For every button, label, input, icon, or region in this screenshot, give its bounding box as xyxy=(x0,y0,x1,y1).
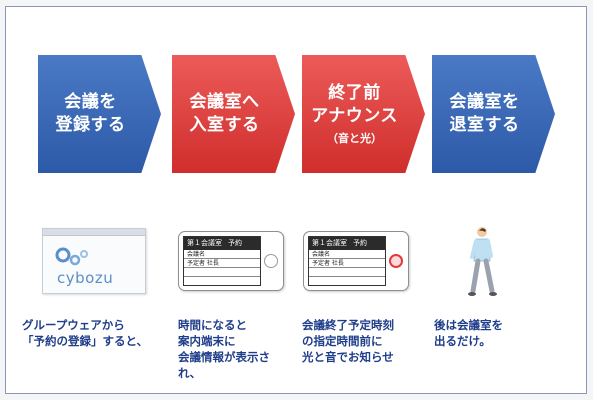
step-enter-room: 会議室へ 入室する xyxy=(172,55,295,173)
step-leave-room: 会議室を 退室する xyxy=(432,55,555,173)
groupware-screenshot: cybozu xyxy=(42,228,146,294)
brand-name: cybozu xyxy=(57,269,114,287)
step-label-sub: （音と光） xyxy=(327,131,382,145)
tablet-row: 会議名 xyxy=(309,250,385,259)
alert-light-icon xyxy=(389,254,403,268)
step-label-line1: 終了前 xyxy=(328,82,381,103)
room-name: 第１会議室 xyxy=(312,239,347,247)
step-label-line1: 会議を xyxy=(64,92,117,112)
tablet-row: 予定者 社長 xyxy=(309,259,385,268)
walking-person-icon xyxy=(468,227,497,296)
tablet-header: 第１会議室 予約 xyxy=(184,237,260,250)
tablet-row: 会議名 xyxy=(184,250,260,259)
tablet-alert: 第１会議室 予約 会議名 予定者 社長 xyxy=(303,231,409,291)
step-label-line2: 登録する xyxy=(55,115,126,135)
tablet-meeting-info: 第１会議室 予約 会議名 予定者 社長 xyxy=(178,231,284,291)
logo-circles-icon xyxy=(55,247,88,266)
step-end-announcement: 終了前 アナウンス （音と光） xyxy=(302,55,425,173)
tablet-row xyxy=(309,268,385,277)
tablet-header: 第１会議室 予約 xyxy=(309,237,385,250)
step-register-meeting: 会議を 登録する xyxy=(38,55,161,173)
tablet-home-button xyxy=(264,254,278,268)
room-name: 第１会議室 xyxy=(187,239,222,247)
step-label-line1: 会議室へ xyxy=(189,92,260,112)
caption-leave: 後は会議室を 出るだけ。 xyxy=(434,318,503,348)
step-label-line2: 退室する xyxy=(449,115,520,135)
step-label-line2: 入室する xyxy=(189,115,260,135)
step-label-line2: アナウンス xyxy=(311,105,398,126)
reserve-label: 予約 xyxy=(353,239,367,247)
tablet-screen: 第１会議室 予約 会議名 予定者 社長 xyxy=(308,236,386,286)
browser-toolbar xyxy=(43,229,145,236)
step-label-line1: 会議室を xyxy=(449,92,520,112)
process-flow: 会議を 登録する 会議室へ 入室する 終了前 アナウンス （音と光） 会議室を … xyxy=(38,55,558,173)
caption-enter: 時間になると 案内端末に 会議情報が表示され、 xyxy=(178,318,270,380)
caption-register: グループウェアから 「予約の登録」すると、 xyxy=(22,318,149,348)
tablet-row xyxy=(184,268,260,277)
reserve-label: 予約 xyxy=(228,239,242,247)
caption-announce: 会議終了予定時刻 の指定時間前に 光と音でお知らせ xyxy=(302,318,394,364)
cybozu-logo: cybozu xyxy=(51,245,141,289)
tablet-screen: 第１会議室 予約 会議名 予定者 社長 xyxy=(183,236,261,286)
tablet-row: 予定者 社長 xyxy=(184,259,260,268)
